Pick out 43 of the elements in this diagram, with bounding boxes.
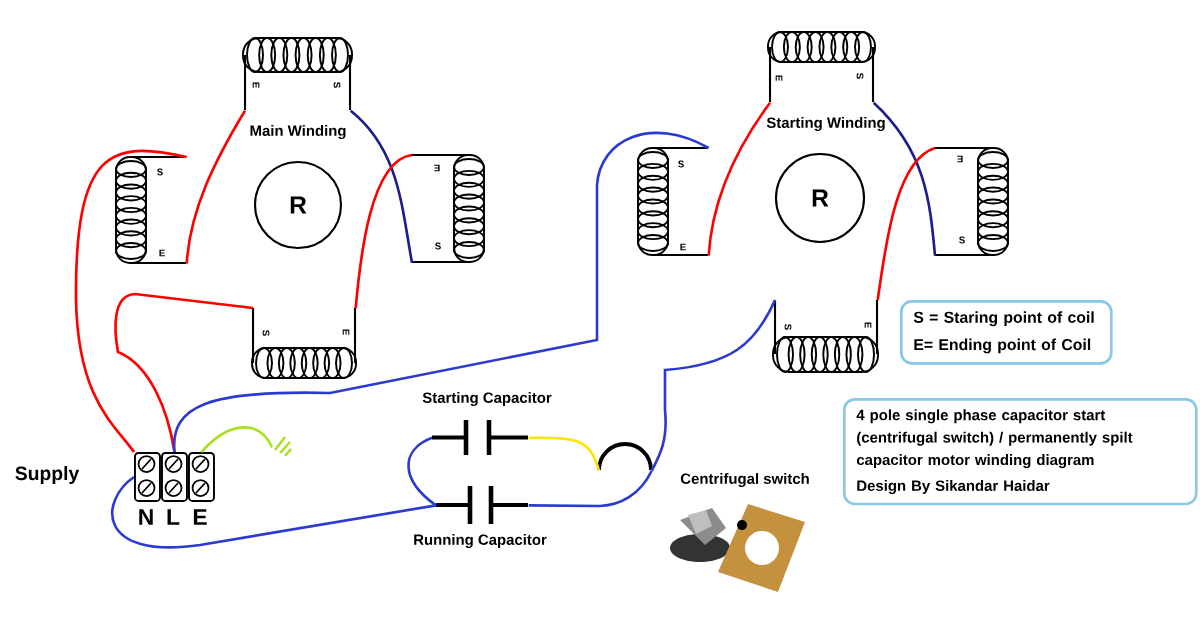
terminal-letter: S (784, 324, 792, 330)
terminal-label: L (167, 509, 180, 525)
wire (74, 149, 187, 453)
wire (200, 426, 274, 453)
terminal-letter: S (678, 160, 684, 168)
wire (528, 436, 601, 472)
terminal-letter: S (262, 330, 270, 336)
text-label: Supply (15, 466, 80, 484)
wire (707, 101, 772, 256)
terminal-letter: E (864, 322, 872, 328)
description-box: 4 pole single phase capacitor start (centrifugal switch) / permanently spilt capacitor motor winding diagram Design By Sikandar Haidar (843, 398, 1198, 506)
legend-box: S = Staring point of coil E= Ending point of Coil (900, 300, 1113, 365)
text-label: Main Winding (250, 125, 346, 139)
wire (349, 109, 414, 263)
switch-symbol (597, 442, 653, 471)
capacitor-label: Starting Capacitor (422, 392, 552, 406)
terminal-label: N (139, 509, 153, 525)
earth-symbol (274, 436, 292, 457)
terminal-letter: E (342, 329, 350, 335)
wire (876, 146, 936, 301)
terminal-letter: E (434, 164, 440, 172)
wire (173, 131, 710, 453)
switch-label: Centrifugal switch (680, 473, 809, 487)
wire (650, 299, 777, 472)
terminal-letter: E (775, 75, 783, 81)
terminal-letter: E (252, 82, 260, 88)
terminal-letter: S (856, 73, 864, 79)
terminal-letter: E (159, 249, 165, 257)
terminal-letter: S (157, 168, 163, 176)
wire (354, 153, 413, 309)
terminal-letter: E (957, 155, 963, 163)
terminal-label: E (193, 509, 207, 525)
wire (111, 475, 437, 549)
terminal-letter: S (435, 242, 441, 250)
wire (185, 110, 247, 264)
wire (407, 436, 437, 507)
terminal-letter: S (333, 82, 341, 88)
wire (528, 470, 653, 508)
terminal-letter: S (959, 236, 965, 244)
text-label: Starting Winding (766, 117, 885, 131)
capacitor-label: Running Capacitor (414, 534, 547, 548)
wire (872, 101, 937, 256)
terminal-letter: E (680, 243, 686, 251)
